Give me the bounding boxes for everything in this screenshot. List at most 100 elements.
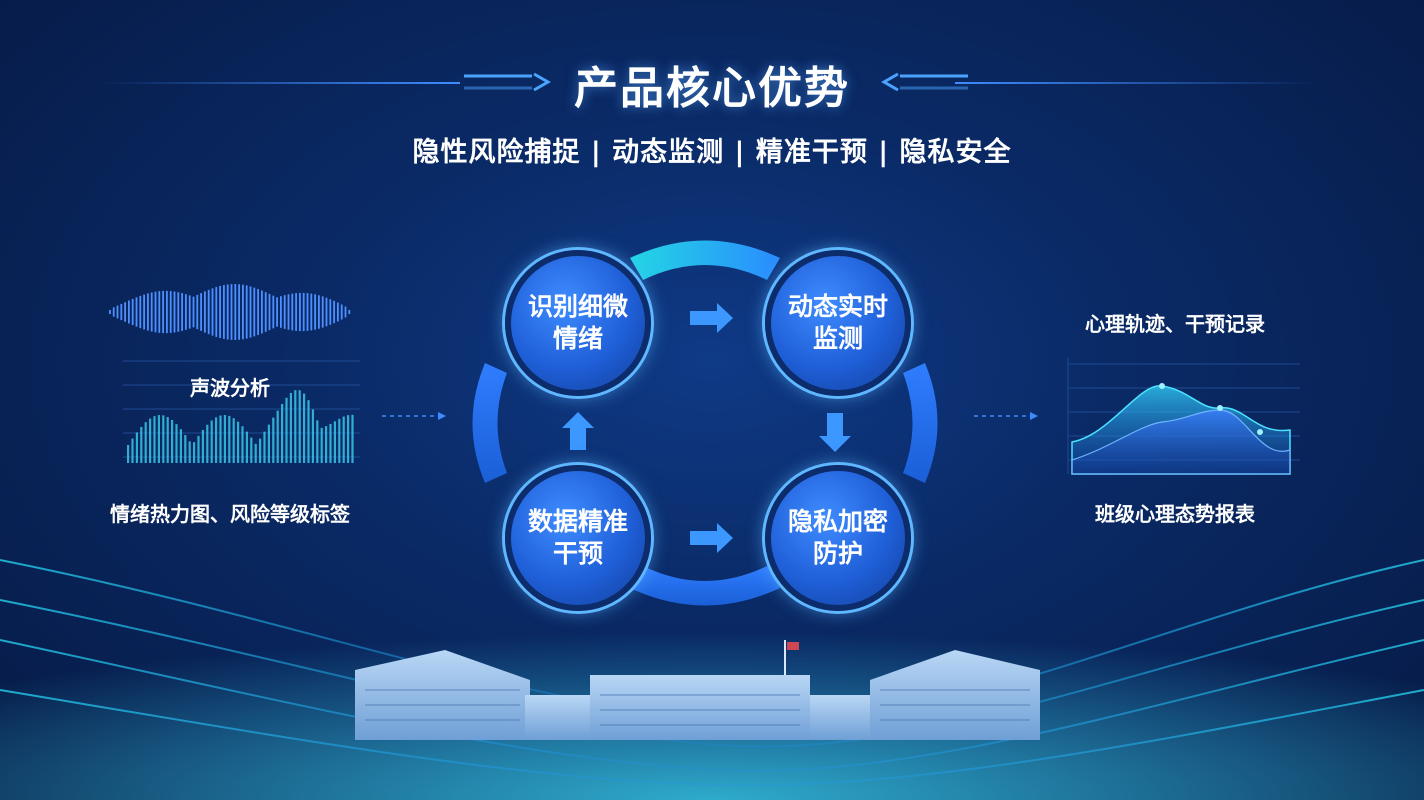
histogram-bar (263, 431, 266, 463)
soundwave-bar (207, 289, 210, 335)
soundwave-bar (219, 285, 221, 339)
soundwave-bar (204, 291, 206, 333)
arrow-right-top (690, 303, 733, 333)
soundwave-bar (196, 294, 199, 330)
soundwave-bar (226, 284, 229, 340)
soundwave-bar (261, 290, 263, 334)
ring-arc-left (472, 363, 507, 483)
soundwave-bar (109, 310, 111, 314)
soundwave-bar (116, 305, 119, 319)
right-panel-title: 心理轨迹、干预记录 (1085, 312, 1265, 336)
soundwave-bar (242, 284, 244, 340)
histogram-bar (276, 410, 279, 463)
histogram-bar (254, 443, 257, 463)
soundwave-bar (344, 306, 347, 318)
soundwave-bar (139, 295, 142, 329)
histogram-bar (184, 435, 187, 463)
histogram-bar (320, 427, 323, 463)
point-a (1159, 383, 1165, 389)
histogram-bar (342, 416, 345, 463)
soundwave-bar (291, 293, 294, 331)
soundwave-bar (302, 292, 305, 332)
histogram-bar (206, 424, 209, 463)
histogram-bar (215, 417, 218, 463)
arrow-down (819, 413, 851, 452)
soundwave-bar (314, 294, 316, 330)
soundwave-bar (348, 310, 351, 314)
connector-left (382, 412, 446, 420)
histogram-bar (329, 423, 332, 463)
soundwave-bar (253, 287, 256, 337)
histogram-bar (316, 420, 319, 463)
histogram-bar (272, 417, 275, 463)
soundwave-bar (295, 293, 297, 331)
histogram-bar (193, 442, 196, 463)
node-privacy: 隐私加密防护 (765, 465, 911, 611)
soundwave-bar (120, 303, 123, 321)
soundwave-bar (299, 292, 301, 332)
node-privacy-label: 隐私加密防护 (787, 507, 888, 568)
soundwave-bar (200, 293, 202, 331)
soundwave-bar (264, 292, 267, 332)
soundwave-bar (162, 290, 164, 334)
soundwave-bar (333, 300, 335, 324)
histogram-bar (179, 429, 182, 463)
histogram-bar (201, 429, 204, 463)
histogram-bar (285, 397, 288, 463)
node-monitor-label: 动态实时监测 (787, 292, 888, 353)
ring-arc-top (630, 240, 780, 280)
ring-arc-right (903, 363, 938, 483)
histogram-bar (267, 424, 270, 463)
ring-arc-bottom (630, 566, 780, 606)
soundwave-bar (280, 296, 282, 328)
node-intervene-label: 数据精准干预 (527, 507, 628, 568)
histogram-bar (166, 417, 169, 463)
soundwave-bar (340, 304, 343, 320)
histogram-bar (228, 415, 231, 463)
soundwave-bar (223, 285, 225, 339)
histogram-bar (303, 393, 306, 463)
soundwave-bar (272, 295, 275, 329)
soundwave-bar (147, 293, 149, 331)
histogram-bar (259, 438, 262, 463)
histogram-bar (131, 438, 134, 463)
histogram-bar (281, 403, 284, 463)
histogram-bar (241, 426, 244, 463)
node-identify-label: 识别细微情绪 (527, 292, 628, 353)
histogram-bar (338, 418, 341, 463)
soundwave-bar (166, 290, 168, 334)
histogram-bar (153, 416, 156, 463)
histogram-bar (289, 392, 292, 463)
left-panel-caption: 情绪热力图、风险等级标签 (110, 502, 350, 526)
soundwave-bar (238, 284, 240, 340)
connector-right (974, 412, 1038, 420)
histogram-bar (219, 415, 222, 463)
soundwave-bar (128, 300, 130, 324)
cycle-ring (472, 240, 938, 606)
soundwave-bar (276, 297, 278, 327)
histogram-bar (140, 426, 143, 463)
histogram-bar (127, 445, 130, 463)
soundwave-bar (310, 293, 313, 331)
school-building (355, 640, 1040, 740)
soundwave-bar (181, 293, 183, 331)
soundwave-bar (268, 293, 271, 331)
histogram-bar (223, 415, 226, 463)
node-identify: 识别细微情绪 (505, 250, 651, 396)
soundwave-bar (211, 288, 214, 336)
histogram-bar (149, 418, 152, 463)
soundwave-bar (337, 302, 339, 322)
histogram-bar (311, 409, 314, 463)
histogram-bar (307, 400, 310, 463)
soundwave-bar (177, 292, 180, 332)
arrow-up (562, 412, 594, 450)
point-c (1257, 429, 1263, 435)
node-monitor: 动态实时监测 (765, 250, 911, 396)
histogram-bar (237, 421, 240, 463)
histogram-bar (298, 390, 301, 463)
page-subtitle: 隐性风险捕捉 | 动态监测 | 精准干预 | 隐私安全 (412, 137, 1012, 168)
soundwave-bar (215, 287, 218, 337)
soundwave-graphic (109, 284, 351, 340)
area-series-b (1071, 409, 1291, 475)
header-chevrons-left (464, 72, 552, 92)
